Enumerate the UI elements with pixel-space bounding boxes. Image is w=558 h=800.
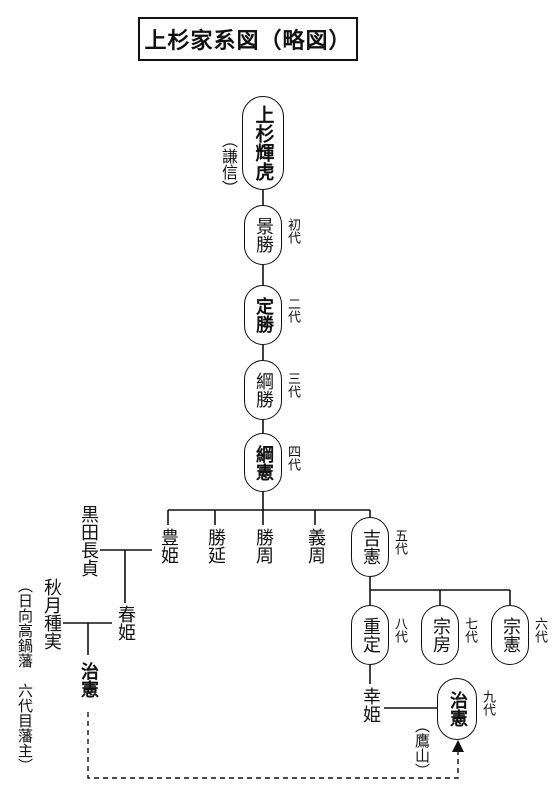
node-munenori: 宗憲 — [491, 605, 529, 665]
gen-harunori: 九代 — [480, 690, 495, 716]
node-shigesada-label: 重定 — [360, 617, 381, 653]
node-tsunanori: 綱憲 — [244, 433, 282, 492]
node-yoshinori: 吉憲 — [351, 517, 389, 577]
node-kagekatsu: 景勝 — [244, 205, 282, 265]
adoption-dashed-line — [87, 712, 459, 779]
node-shigesada: 重定 — [351, 605, 389, 665]
gen-tsunanori: 四代 — [285, 445, 300, 471]
node-sadakatsu: 定勝 — [244, 285, 282, 345]
node-terutora: 上杉輝虎 — [242, 96, 284, 190]
diagram-title-text: 上杉家系図（略図） — [144, 28, 352, 54]
gen-sadakatsu: 二代 — [285, 297, 300, 323]
node-yoshinori-label: 吉憲 — [360, 529, 381, 565]
gen-munenori: 六代 — [532, 617, 547, 643]
node-harunori: 治憲 — [437, 678, 477, 740]
node-tsunakatsu: 綱勝 — [244, 360, 282, 420]
adoption-arrowhead — [452, 740, 464, 752]
note-kenshin: （謙信） — [219, 132, 238, 196]
person-kuroda: 黒田長貞 — [78, 505, 99, 577]
note-akizuki: （日向高鍋藩 六代目藩主） — [16, 578, 34, 773]
node-kagekatsu-label: 景勝 — [253, 217, 274, 253]
diagram-title: 上杉家系図（略図） — [138, 17, 358, 61]
person-harunori-birth: 治憲 — [78, 662, 99, 698]
node-sadakatsu-label: 定勝 — [253, 297, 274, 333]
node-tsunakatsu-label: 綱勝 — [253, 372, 274, 408]
node-terutora-label: 上杉輝虎 — [252, 105, 275, 181]
node-tsunanori-label: 綱憲 — [253, 444, 274, 481]
person-sachihime: 幸姫 — [360, 687, 381, 723]
person-akizuki: 秋月種実 — [41, 578, 62, 650]
node-munefusa-label: 宗房 — [430, 617, 451, 653]
note-yozan: （鷹山） — [413, 718, 431, 778]
gen-yoshinori: 五代 — [392, 529, 407, 555]
node-harunori-label: 治憲 — [447, 691, 468, 727]
gen-kagekatsu: 初代 — [285, 218, 300, 244]
node-munefusa: 宗房 — [421, 605, 459, 665]
gen-munefusa: 七代 — [462, 617, 477, 643]
node-munenori-label: 宗憲 — [500, 617, 521, 653]
person-yoshichika: 義周 — [305, 528, 326, 564]
gen-tsunakatsu: 三代 — [285, 372, 300, 398]
person-katsunobu: 勝延 — [205, 528, 226, 564]
gen-shigesada: 八代 — [392, 617, 407, 643]
person-haruhime: 春姫 — [115, 605, 136, 641]
person-toyohime: 豊姫 — [158, 528, 179, 564]
person-katsuchika: 勝周 — [253, 528, 274, 564]
